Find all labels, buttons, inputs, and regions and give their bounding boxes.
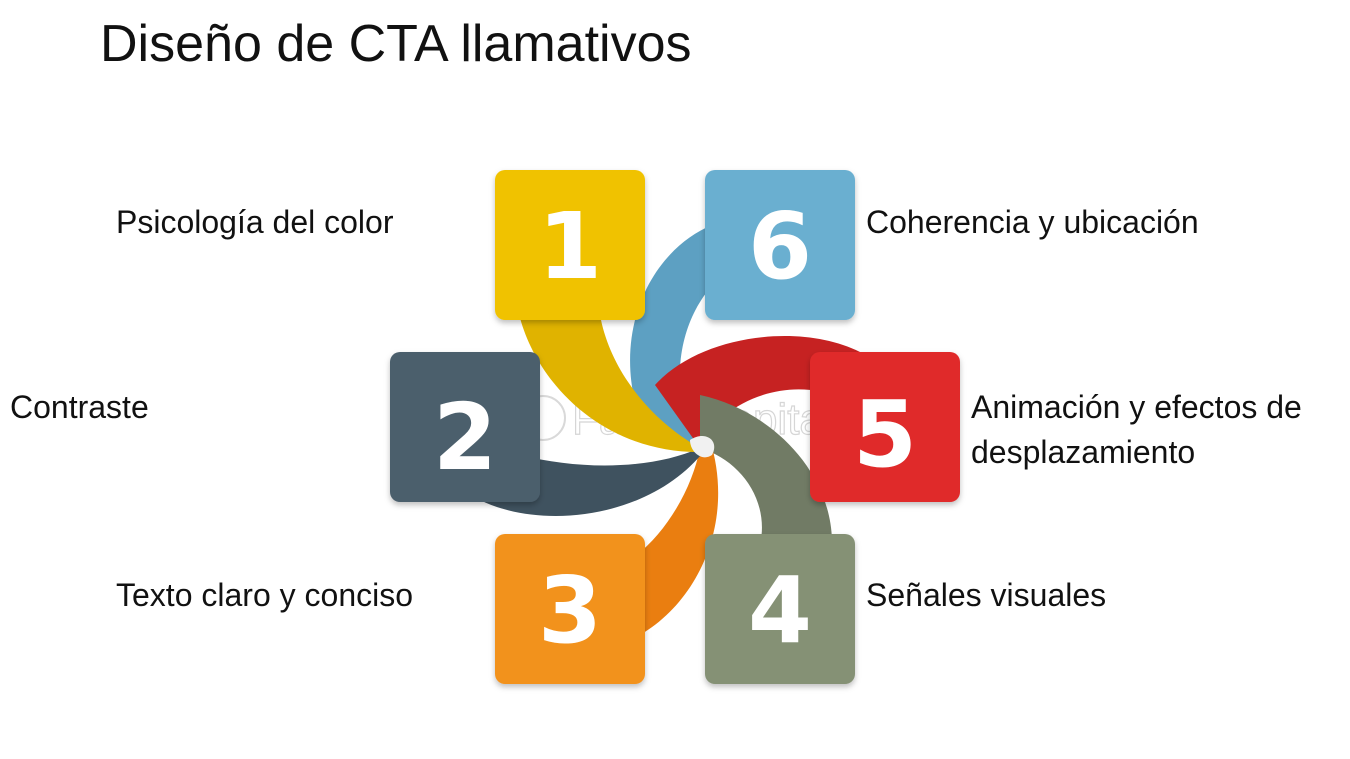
ribbon-1 (520, 315, 705, 453)
page-title: Diseño de CTA llamativos (100, 15, 692, 73)
step-2-label: Contraste (10, 389, 149, 425)
step-5-number: 5 (853, 381, 917, 488)
step-5-label-line-2: desplazamiento (971, 434, 1196, 470)
step-3-label: Texto claro y conciso (116, 577, 414, 613)
step-1-tile (495, 170, 645, 320)
step-3-number: 3 (538, 557, 602, 664)
step-4-label: Señales visuales (866, 577, 1107, 613)
step-3-tile (495, 534, 645, 684)
step-5-label-line-1: Animación y efectos de (971, 389, 1302, 425)
step-1-number: 1 (538, 193, 602, 300)
ribbon-center (690, 435, 715, 458)
step-6-label: Coherencia y ubicación (866, 204, 1199, 240)
step-6-number: 6 (748, 193, 812, 300)
step-4-tile (705, 534, 855, 684)
step-2-number: 2 (433, 384, 497, 491)
step-2-tile (390, 352, 540, 502)
step-5-label: Animación y efectos de desplazamiento (971, 385, 1302, 475)
ribbon-4 (700, 395, 832, 545)
step-5-tile (810, 352, 960, 502)
step-1-label: Psicología del color (116, 204, 394, 240)
step-4-number: 4 (748, 557, 812, 664)
step-6-tile (705, 170, 855, 320)
